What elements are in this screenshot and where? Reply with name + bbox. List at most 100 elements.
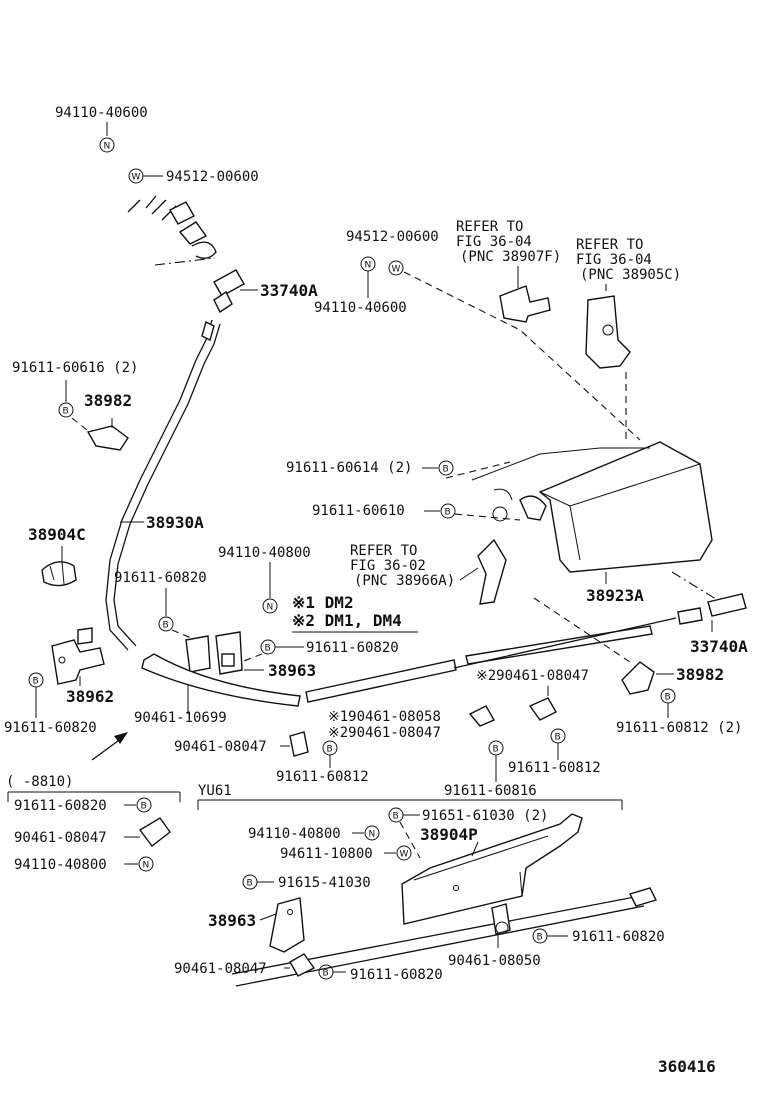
refer-36-04b-2: FIG 36-04: [576, 252, 652, 268]
note-dm1-dm4: ※2 DM1, DM4: [292, 611, 402, 630]
label-91611-60820-f: 91611-60820: [350, 967, 443, 983]
label-91611-60812-b: 91611-60812: [276, 769, 369, 785]
symbol-circle-icon: B: [28, 672, 44, 688]
label-94512-00600-mid: 94512-00600: [346, 229, 439, 245]
symbol-circle-icon: N: [360, 256, 376, 272]
label-90461-08047-mid: 90461-08047: [174, 739, 267, 755]
symbol-circle-icon: B: [488, 740, 504, 756]
label-290461-08047-a: ※290461-08047: [476, 668, 589, 684]
svg-text:B: B: [665, 693, 671, 703]
clamp-icon: [621, 661, 655, 695]
symbol-circle-icon: B: [318, 964, 334, 980]
bracket-icon: [269, 897, 305, 953]
svg-text:B: B: [537, 933, 543, 943]
svg-text:B: B: [443, 465, 449, 475]
label-38963-yu: 38963: [208, 911, 256, 930]
clamp-icon: [86, 425, 129, 451]
svg-text:N: N: [143, 861, 150, 871]
label-90461-08050: 90461-08050: [448, 953, 541, 969]
top-cable-group: 94110-40600 N W 94512-00600 33740A: [55, 105, 318, 314]
svg-text:N: N: [365, 261, 372, 271]
symbol-circle-icon: B: [550, 728, 566, 744]
arrow-icon: [91, 732, 128, 761]
bracket-icon: [499, 285, 551, 323]
label-90461-10699: 90461-10699: [134, 710, 227, 726]
label-38962: 38962: [66, 687, 114, 706]
refer-36-02-3: (PNC 38966A): [354, 573, 455, 589]
label-91651-61030: 91651-61030 (2): [422, 808, 548, 824]
svg-text:B: B: [247, 879, 253, 889]
label-290461-08047-b: ※290461-08047: [328, 725, 441, 741]
refer-36-04a-2: FIG 36-04: [456, 234, 532, 250]
grommet-icon: [41, 561, 77, 587]
refer-36-04a-1: REFER TO: [456, 219, 523, 235]
bracket-icon: [51, 639, 105, 685]
clip-icon: [528, 697, 557, 721]
symbol-circle-icon: N: [364, 825, 380, 841]
label-91615-41030: 91615-41030: [278, 875, 371, 891]
svg-text:B: B: [393, 812, 399, 822]
label-range: ( -8810): [6, 774, 73, 790]
label-38904C: 38904C: [28, 525, 86, 544]
label-94110-40800-left: 94110-40800: [14, 857, 107, 873]
symbol-circle-icon: B: [322, 740, 338, 756]
label-94110-40800-yu: 94110-40800: [248, 826, 341, 842]
symbol-circle-icon: B: [58, 402, 74, 418]
label-94110-40600-mid: 94110-40600: [314, 300, 407, 316]
label-91611-60820-left: 91611-60820: [4, 720, 97, 736]
clip-icon: [289, 953, 316, 977]
svg-text:B: B: [33, 677, 39, 687]
svg-text:N: N: [267, 603, 274, 613]
svg-text:B: B: [493, 745, 499, 755]
bracket-icon: [215, 631, 243, 675]
figure-number: 360416: [658, 1057, 716, 1076]
svg-text:N: N: [369, 830, 376, 840]
label-91611-60610: 91611-60610: [312, 503, 405, 519]
clip-group-center: ※290461-08047 ※190461-08058 ※290461-0804…: [174, 668, 601, 799]
label-91611-60616: 91611-60616 (2): [12, 360, 138, 376]
label-90461-08047-left: 90461-08047: [14, 830, 107, 846]
refer-36-02-1: REFER TO: [350, 543, 417, 559]
clamp-icon: [138, 817, 171, 847]
symbol-circle-icon: W: [396, 845, 412, 861]
bracket-icon: [477, 538, 507, 605]
symbol-circle-icon: B: [158, 616, 174, 632]
mid-fastener-group: 94110-40800 N 91611-60820 B ※1 DM2 ※2 DM…: [114, 545, 418, 726]
svg-text:W: W: [392, 265, 401, 275]
clamp-group-right: 38982 B 91611-60812 (2): [616, 661, 742, 736]
symbol-circle-icon: N: [99, 137, 115, 153]
label-38930A: 38930A: [146, 513, 204, 532]
note-dm2: ※1 DM2: [292, 593, 354, 612]
cable-end-icon: [213, 269, 258, 314]
label-33740A-right: 33740A: [690, 637, 748, 656]
svg-text:B: B: [163, 621, 169, 631]
symbol-circle-icon: N: [138, 856, 154, 872]
label-91611-60820-b: 91611-60820: [306, 640, 399, 656]
symbol-circle-icon: B: [438, 460, 454, 476]
label-yu61: YU61: [198, 783, 232, 799]
cable-icon: [105, 319, 221, 651]
label-38904P: 38904P: [420, 825, 478, 844]
symbol-circle-icon: W: [388, 260, 404, 276]
label-91611-60820-a: 91611-60820: [114, 570, 207, 586]
svg-text:B: B: [63, 407, 69, 417]
svg-text:W: W: [400, 850, 409, 860]
clip-icon: [289, 731, 309, 757]
label-94512-00600-top: 94512-00600: [166, 169, 259, 185]
refer-36-02-2: FIG 36-02: [350, 558, 426, 574]
label-94110-40600-top: 94110-40600: [55, 105, 148, 121]
label-38963-mid: 38963: [268, 661, 316, 680]
label-94611-10800: 94611-10800: [280, 846, 373, 862]
label-91611-60816: 91611-60816: [444, 783, 537, 799]
symbol-circle-icon: N: [262, 598, 278, 614]
svg-text:B: B: [265, 644, 271, 654]
symbol-circle-icon: B: [260, 639, 276, 655]
upper-right-group: 94512-00600 N W 94110-40600 REFER TO FIG…: [286, 219, 725, 663]
symbol-circle-icon: B: [532, 928, 548, 944]
svg-text:B: B: [323, 969, 329, 979]
grommet-group: 38904C: [28, 525, 86, 587]
symbol-circle-icon: W: [128, 168, 144, 184]
bolt-icon: [127, 195, 217, 266]
shield-icon: [401, 813, 583, 925]
